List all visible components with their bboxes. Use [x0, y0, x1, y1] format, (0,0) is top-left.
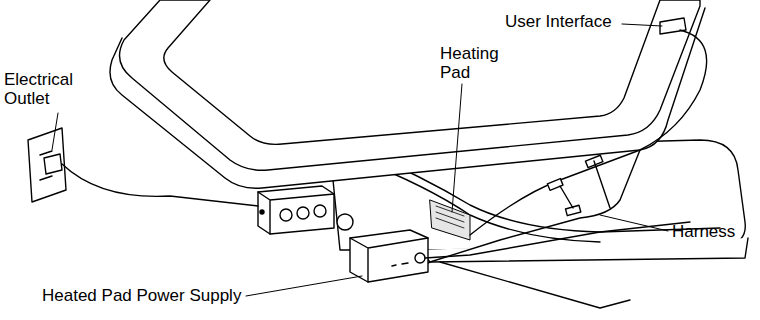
tray-panel — [164, 0, 660, 144]
part-label: User Interface — [505, 12, 635, 31]
power-switch — [337, 214, 353, 230]
part-label: Heated Pad Power Supply — [42, 286, 282, 305]
leader-line — [52, 113, 58, 150]
power-supply-edge — [350, 238, 428, 282]
harness-branch — [560, 161, 610, 208]
user-interface — [660, 18, 686, 34]
outlet-socket — [314, 205, 326, 217]
screw — [260, 210, 264, 214]
wall-plate — [28, 128, 66, 202]
outlet-socket — [297, 207, 309, 219]
harness-cable2 — [418, 150, 640, 268]
power-supply-dots — [392, 263, 408, 266]
leader-line — [246, 276, 362, 296]
plug — [44, 154, 62, 174]
leader-line — [452, 84, 462, 212]
part-label: Heating Pad — [440, 44, 514, 82]
harness-connector — [547, 179, 563, 191]
leader-line — [600, 215, 668, 231]
heating-pad — [430, 200, 470, 240]
outlet-box-edge — [258, 192, 334, 234]
base-foot — [440, 262, 630, 308]
outlet-socket — [280, 209, 292, 221]
tray-top — [120, 0, 701, 170]
part-label: Electrical Outlet — [4, 70, 84, 108]
supply-cable — [425, 222, 690, 258]
harness-cable — [470, 30, 707, 235]
outlet-box — [258, 186, 334, 234]
power-cord — [62, 164, 258, 206]
power-supply — [350, 230, 428, 282]
leader-line — [622, 24, 662, 26]
part-label: Harness — [672, 222, 756, 241]
power-supply-connector — [415, 253, 425, 263]
heating-pad-lines — [436, 206, 464, 228]
